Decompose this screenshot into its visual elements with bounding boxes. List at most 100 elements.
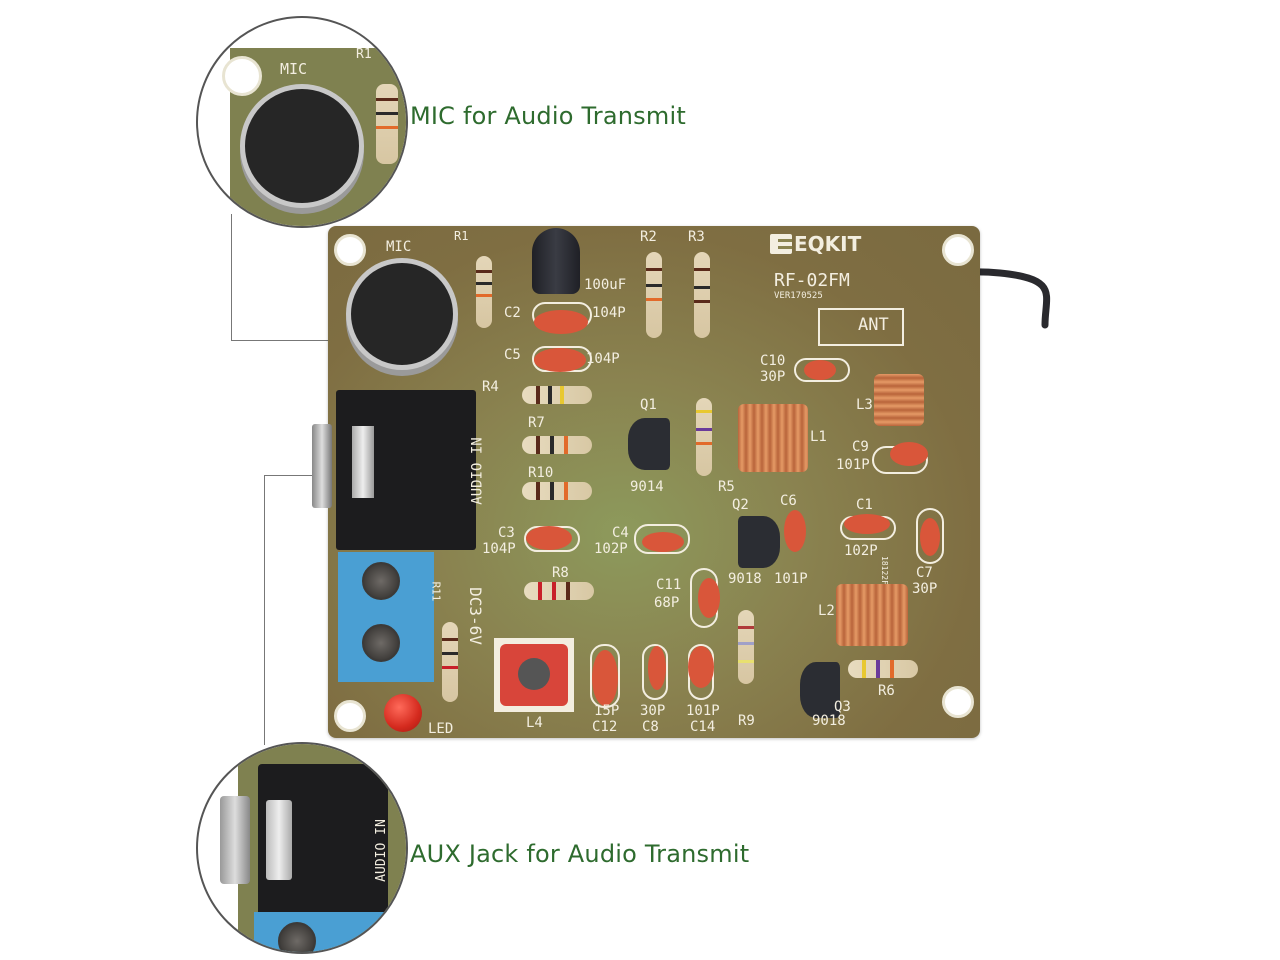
- mic-zoom-r1-label: R1: [356, 47, 372, 62]
- transistor-q2: [738, 516, 780, 568]
- c10-label: C10: [760, 353, 786, 369]
- mic-zoom-microphone: [240, 84, 364, 208]
- capacitor-c10: [804, 360, 836, 380]
- antenna-pad-outline: [818, 308, 904, 346]
- q2-part: 9018: [728, 571, 762, 587]
- c12-pad: [590, 644, 620, 708]
- coil-l3: [874, 374, 924, 426]
- aux-callout-label: AUX Jack for Audio Transmit: [410, 840, 750, 868]
- c4-value: 102P: [594, 541, 628, 557]
- c6-value: 101P: [774, 571, 808, 587]
- terminal-screw-bottom: [362, 624, 400, 662]
- q3-label: Q3: [834, 699, 851, 715]
- resistor-r3: [694, 252, 710, 338]
- l1-label: L1: [810, 429, 827, 445]
- l3-label: L3: [856, 397, 873, 413]
- aux-zoom-terminal-screw: [278, 922, 316, 952]
- mounting-hole-top-right: [942, 234, 974, 266]
- resistor-r7: [522, 436, 592, 454]
- r10-label: R10: [528, 465, 554, 481]
- mounting-hole-bottom-right: [942, 686, 974, 718]
- c12-value: 15P: [594, 703, 620, 719]
- c14-label: C14: [690, 719, 716, 735]
- r4-label: R4: [482, 379, 499, 395]
- led: [384, 694, 422, 732]
- mic-leader-line-vertical: [231, 214, 232, 340]
- c2-value: 104P: [592, 305, 626, 321]
- jack-contact: [352, 426, 374, 498]
- aux-zoom-jack-contact: [266, 800, 292, 880]
- transistor-q1: [628, 418, 670, 470]
- resistor-r8: [524, 582, 594, 600]
- capacitor-c4: [642, 532, 684, 552]
- microphone: [346, 258, 458, 370]
- brand-name: EQKIT: [794, 232, 862, 256]
- l4-label: L4: [526, 715, 543, 731]
- jack-barrel: [312, 424, 332, 508]
- power-label: DC3-6V: [465, 587, 485, 645]
- electrolytic-value: 100uF: [584, 277, 627, 293]
- c7-pad: [916, 508, 944, 564]
- resistor-r11: [442, 622, 458, 702]
- pcb-board: EQKIT RF-02FM VER170525 ANT 18122FP212_2…: [312, 226, 980, 738]
- l2-label: L2: [818, 603, 835, 619]
- c3-value: 104P: [482, 541, 516, 557]
- terminal-screw-top: [362, 562, 400, 600]
- c6-label: C6: [780, 493, 797, 509]
- mic-callout-label: MIC for Audio Transmit: [410, 102, 686, 130]
- mic-zoom-callout: MIC R1: [196, 16, 408, 228]
- capacitor-c5: [534, 348, 586, 372]
- capacitor-c9: [890, 442, 928, 466]
- audio-in-label: AUDIO IN: [469, 437, 486, 505]
- capacitor-c12: [592, 650, 618, 706]
- c1-value: 102P: [844, 543, 878, 559]
- c10-value: 30P: [760, 369, 786, 385]
- c9-value: 101P: [836, 457, 870, 473]
- c7-label: C7: [916, 565, 933, 581]
- c2-label: C2: [504, 305, 521, 321]
- capacitor-c14: [688, 646, 714, 688]
- model-name: RF-02FM: [774, 270, 850, 291]
- c4-label: C4: [612, 525, 629, 541]
- c14-value: 101P: [686, 703, 720, 719]
- c1-label: C1: [856, 497, 873, 513]
- coil-l2: [836, 584, 908, 646]
- mic-zoom-mic-label: MIC: [280, 60, 308, 78]
- resistor-r4: [522, 386, 592, 404]
- version-label: VER170525: [774, 291, 823, 301]
- q1-part: 9014: [630, 479, 664, 495]
- aux-zoom-terminal-block: [254, 912, 384, 952]
- capacitor-c1: [844, 514, 890, 534]
- r1-label: R1: [454, 229, 469, 243]
- c11-label: C11: [656, 577, 682, 593]
- c10-pad: [794, 358, 850, 382]
- aux-zoom-audio-label: AUDIO IN: [373, 819, 389, 882]
- r6-label: R6: [878, 683, 895, 699]
- aux-leader-line-vertical: [264, 475, 265, 745]
- capacitor-c2: [534, 310, 588, 334]
- adjustable-inductor-l4: [494, 638, 574, 712]
- resistor-r10: [522, 482, 592, 500]
- q1-label: Q1: [640, 397, 657, 413]
- r2-label: R2: [640, 229, 657, 245]
- aux-zoom-jack-barrel: [220, 796, 250, 884]
- antenna-label: ANT: [858, 315, 889, 335]
- transistor-q3: [800, 662, 840, 718]
- capacitor-c3: [526, 526, 572, 550]
- c5-label: C5: [504, 347, 521, 363]
- coil-l1: [738, 404, 808, 472]
- capacitor-c6: [784, 510, 806, 552]
- mic-zoom-resistor: [376, 84, 398, 164]
- capacitor-c7: [920, 518, 940, 556]
- r3-label: R3: [688, 229, 705, 245]
- mic-label: MIC: [386, 239, 412, 255]
- resistor-r6: [848, 660, 918, 678]
- r7-label: R7: [528, 415, 545, 431]
- c11-value: 68P: [654, 595, 680, 611]
- resistor-r1: [476, 256, 492, 328]
- c3-label: C3: [498, 525, 515, 541]
- c4-pad: [634, 524, 690, 554]
- c9-label: C9: [852, 439, 869, 455]
- brand-logo-icon: [770, 234, 792, 254]
- capacitor-c11: [698, 578, 720, 618]
